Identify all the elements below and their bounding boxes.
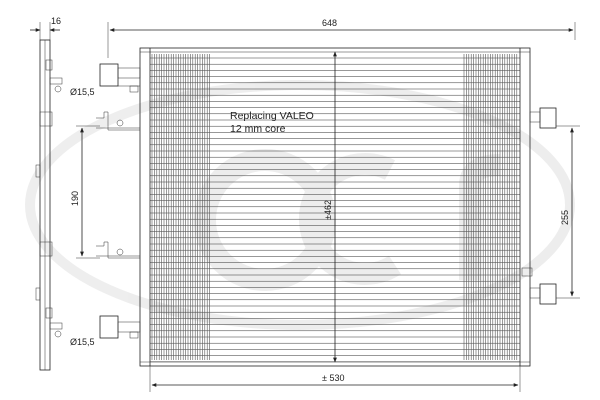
port-diameter-top: Ø15,5 — [70, 87, 95, 97]
note-core: 12 mm core — [230, 123, 286, 135]
overall-width-label: 648 — [322, 18, 337, 28]
fin-block-right — [463, 54, 518, 360]
side-view — [35, 39, 63, 371]
bracket-spacing-label: 190 — [70, 191, 80, 206]
right-fittings — [521, 107, 557, 305]
core-width-dimension — [149, 366, 521, 392]
port-diameter-bottom: Ø15,5 — [70, 337, 95, 347]
core-width-label: ± 530 — [322, 373, 344, 383]
port-spacing-dimension — [556, 125, 580, 299]
side-thickness-label: 16 — [51, 16, 61, 26]
port-spacing-label: 255 — [560, 210, 570, 225]
core-height-label: ±462 — [323, 200, 333, 220]
note-replacing: Replacing VALEO — [230, 110, 314, 122]
side-thickness-dimension — [30, 22, 60, 40]
left-fittings — [96, 63, 141, 339]
overall-width-dimension — [107, 22, 576, 58]
fin-block-left — [151, 54, 210, 360]
bracket-spacing-dimension — [76, 125, 100, 259]
